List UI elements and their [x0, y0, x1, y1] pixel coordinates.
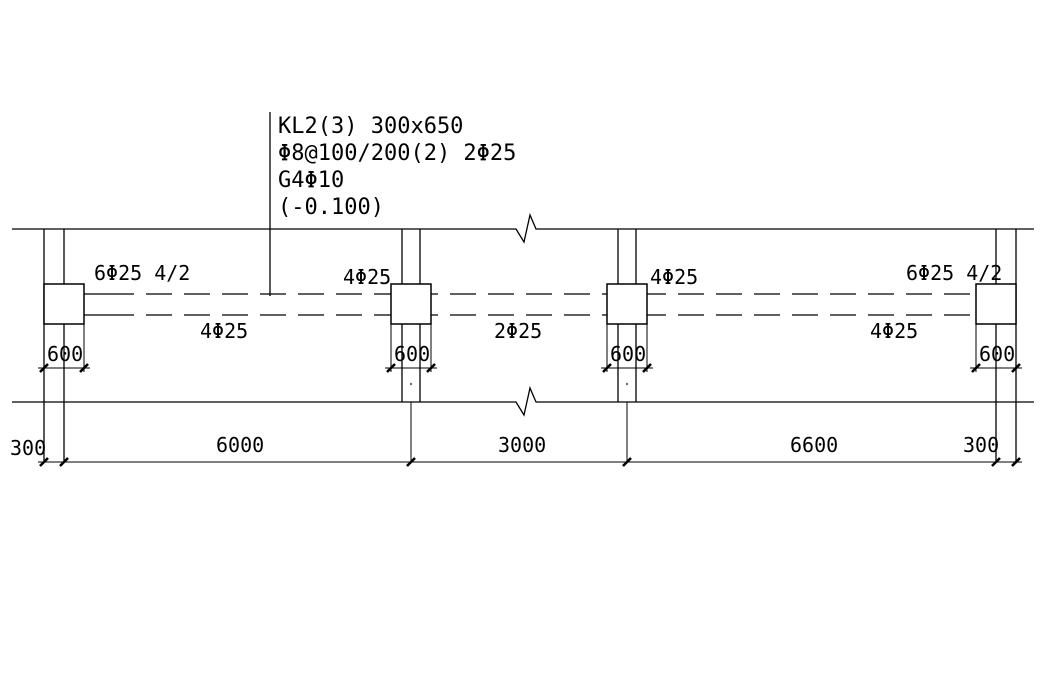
col2-center-mark: [410, 383, 412, 385]
col3-center-mark: [626, 383, 628, 385]
dim-tick: [991, 457, 1001, 467]
col2-width-label: 600: [394, 342, 430, 366]
dim-tick: [642, 363, 652, 373]
top-rebar-left-label: 6Φ25 4/2: [94, 261, 190, 285]
dim-tick: [1011, 457, 1021, 467]
bottom-rebar-span1-label: 4Φ25: [200, 319, 248, 343]
col1-width-label: 600: [47, 342, 83, 366]
dim-tick: [406, 457, 416, 467]
rebar-lines: [84, 293, 976, 316]
span1-length-label: 6000: [216, 433, 264, 457]
column-4: [975, 283, 1017, 325]
column-sections: [43, 283, 1017, 325]
column-2: [390, 283, 432, 325]
span2-length-label: 3000: [498, 433, 546, 457]
dim-tick: [602, 363, 612, 373]
top-rebar-second-label: 4Φ25: [343, 265, 391, 289]
bottom-rebar-span3-label: 4Φ25: [870, 319, 918, 343]
beam-note-line3: G4Φ10: [278, 168, 344, 193]
column-3: [606, 283, 648, 325]
dim-tick: [971, 363, 981, 373]
column-width-dimensions: 600 600 600 600: [38, 324, 1022, 373]
col3-width-label: 600: [610, 342, 646, 366]
beam-edges: [12, 212, 1034, 417]
beam-note-line1: KL2(3) 300x650: [278, 114, 463, 139]
col4-width-label: 600: [979, 342, 1015, 366]
dim-tick: [39, 363, 49, 373]
column-1: [43, 283, 85, 325]
bottom-rebar-span2-label: 2Φ25: [494, 319, 542, 343]
beam-bottom-edge: [12, 385, 1034, 417]
right-offset-label: 300: [963, 433, 999, 457]
beam-top-edge: [12, 212, 1034, 244]
dim-tick: [426, 363, 436, 373]
dim-tick: [386, 363, 396, 373]
dim-tick: [79, 363, 89, 373]
beam-note-line4: (-0.100): [278, 195, 384, 220]
top-reinforcement-labels: 6Φ25 4/2 4Φ25 4Φ25 6Φ25 4/2: [94, 261, 1002, 289]
left-offset-label: 300: [10, 436, 46, 460]
span3-length-label: 6600: [790, 433, 838, 457]
dim-tick: [39, 457, 49, 467]
bottom-reinforcement-labels: 4Φ25 2Φ25 4Φ25: [200, 319, 918, 343]
beam-note-line2: Φ8@100/200(2) 2Φ25: [278, 141, 516, 166]
top-rebar-right-label: 6Φ25 4/2: [906, 261, 1002, 285]
top-rebar-third-label: 4Φ25: [650, 265, 698, 289]
beam-note: KL2(3) 300x650 Φ8@100/200(2) 2Φ25 G4Φ10 …: [278, 114, 516, 220]
dim-tick: [59, 457, 69, 467]
dim-tick: [622, 457, 632, 467]
dim-tick: [1011, 363, 1021, 373]
axis-dimensions: 300 6000 3000 6600 300: [10, 433, 1022, 467]
